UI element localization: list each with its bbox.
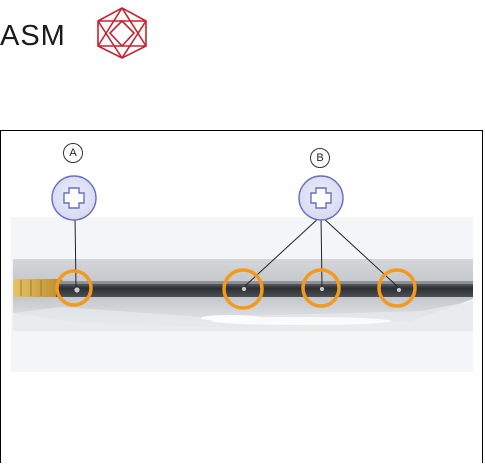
phillips-screw-icon — [299, 176, 343, 220]
figure-frame: A B — [0, 130, 483, 463]
phillips-screw-icon — [52, 176, 96, 220]
screw-location-photo — [1, 131, 484, 464]
company-logo: ASM — [0, 6, 170, 56]
callout-a: A — [63, 143, 83, 163]
logo-text: ASM — [0, 20, 66, 53]
callout-b: B — [310, 148, 330, 168]
screw-b3 — [397, 288, 402, 293]
screw-b2 — [320, 287, 325, 292]
asm-logo-icon — [93, 6, 151, 60]
screw-b1 — [242, 287, 247, 292]
screw-a — [74, 287, 80, 293]
